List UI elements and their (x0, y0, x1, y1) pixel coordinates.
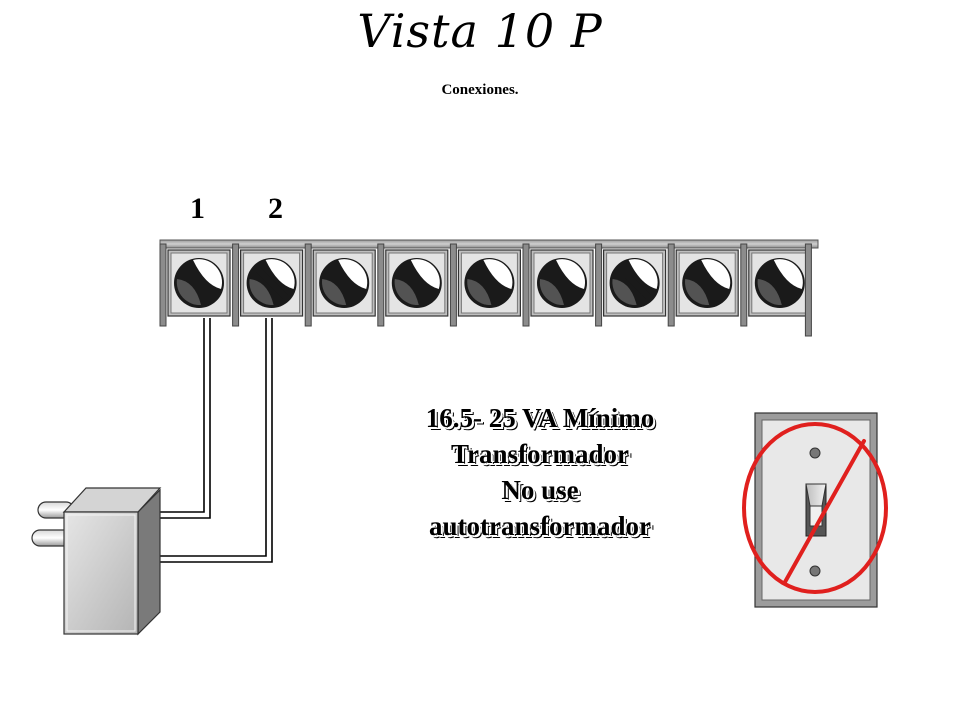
terminal-screw-6 (522, 243, 594, 327)
terminal-label-2: 2 (268, 192, 283, 225)
wire-2 (160, 318, 273, 563)
terminal-screw-4 (377, 243, 449, 327)
note-line-4: autotransformador (429, 511, 651, 541)
terminal-strip-rail (159, 239, 819, 249)
page-title: Vista 10 P (357, 4, 603, 58)
terminal-strip (159, 239, 819, 337)
terminal-screw-3 (304, 243, 376, 327)
wire-1 (160, 318, 211, 519)
terminal-screw-1 (159, 243, 231, 327)
terminal-screw-2 (232, 243, 304, 327)
note-line-2: Transformador (451, 439, 629, 469)
transformer-note: 16.5- 25 VA Mínimo Transformador No use … (380, 400, 700, 544)
terminal-screw-5 (449, 243, 521, 327)
plug-in-transformer (31, 487, 162, 636)
prohibition-sign (742, 422, 888, 594)
note-line-1: 16.5- 25 VA Mínimo (425, 403, 655, 433)
terminal-strip-end (804, 243, 812, 337)
light-switch-prohibited (742, 412, 888, 608)
terminal-screw-8 (667, 243, 739, 327)
terminal-label-1: 1 (190, 192, 205, 225)
terminal-screw-9 (740, 243, 812, 327)
note-line-3: No use (501, 475, 579, 505)
wires (160, 318, 273, 563)
terminal-screws (159, 243, 812, 337)
terminal-screw-7 (595, 243, 667, 327)
page-subtitle: Conexiones. (441, 82, 519, 98)
